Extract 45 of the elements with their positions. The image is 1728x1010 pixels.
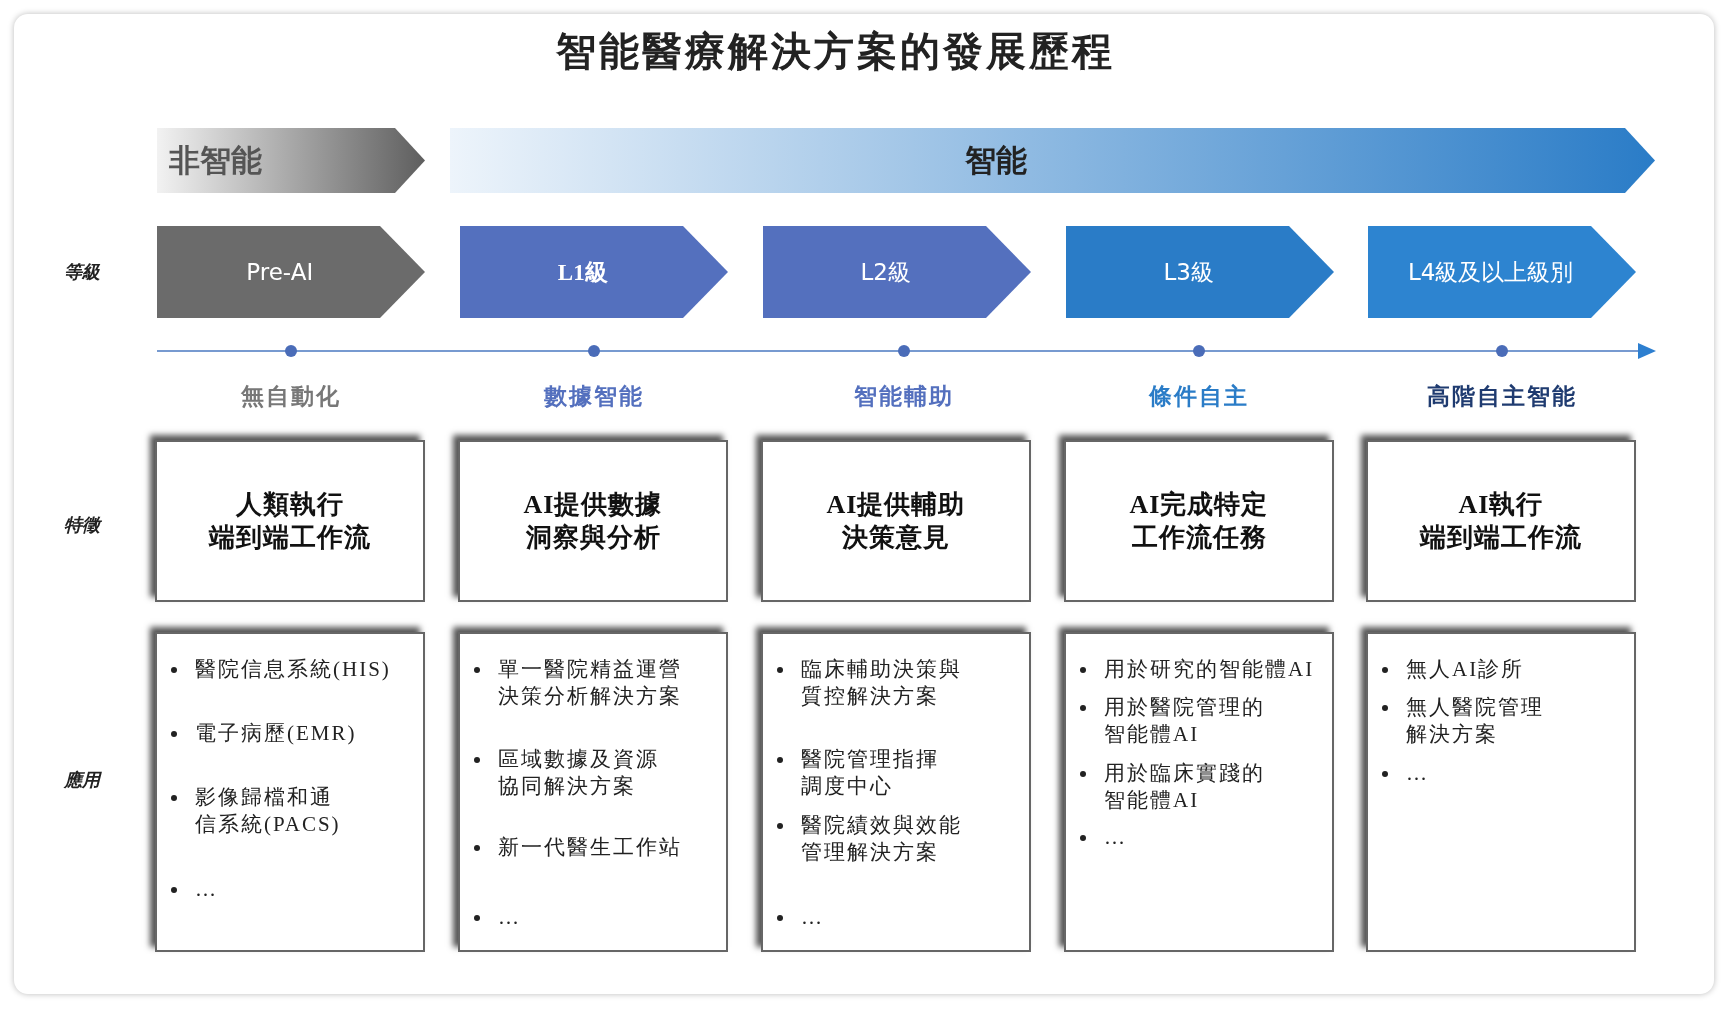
bullet-text: 無人醫院管理解決方案 — [1406, 694, 1544, 748]
phase-banner: 智能 — [450, 128, 1655, 193]
feature-box: AI提供輔助決策意見 — [761, 440, 1031, 602]
application-box — [155, 632, 425, 952]
bullet-text: 新一代醫生工作站 — [498, 834, 682, 861]
feature-box: AI完成特定工作流任務 — [1064, 440, 1334, 602]
row-label: 應用 — [64, 768, 100, 792]
bullet-text: 影像歸檔和通信系統(PACS) — [195, 784, 341, 838]
feature-box: AI提供數據洞察與分析 — [458, 440, 728, 602]
application-box — [1064, 632, 1334, 952]
phase-banner: 非智能 — [157, 128, 425, 193]
bullet-text: 醫院信息系統(HIS) — [195, 656, 391, 683]
level-banner: Pre-AI — [157, 226, 425, 318]
bullet-text: … — [1104, 824, 1127, 851]
bullet-text: 臨床輔助決策與質控解決方案 — [801, 656, 962, 710]
bullet-text: … — [195, 876, 218, 903]
level-banner: L1級 — [460, 226, 728, 318]
bullet-text: 用於研究的智能體AI — [1104, 656, 1315, 683]
level-banner: L4級及以上級別 — [1368, 226, 1636, 318]
bullet-text: 區域數據及資源協同解決方案 — [498, 746, 659, 800]
bullet-text: 醫院管理指揮調度中心 — [801, 746, 939, 800]
stage-label: 無自動化 — [241, 380, 341, 411]
stage-label: 數據智能 — [544, 380, 644, 411]
row-label: 等級 — [64, 260, 100, 284]
stage-label: 智能輔助 — [854, 380, 954, 411]
application-box — [1366, 632, 1636, 952]
feature-box: 人類執行端到端工作流 — [155, 440, 425, 602]
title: 智能醫療解決方案的發展歷程 — [554, 27, 1116, 76]
level-banner: L3級 — [1066, 226, 1334, 318]
feature-box: AI執行端到端工作流 — [1366, 440, 1636, 602]
application-box — [458, 632, 728, 952]
bullet-text: … — [498, 904, 521, 931]
bullet-text: 無人AI診所 — [1406, 656, 1525, 683]
bullet-text: 用於醫院管理的智能體AI — [1104, 694, 1265, 748]
stage-label: 條件自主 — [1149, 380, 1249, 411]
application-box — [761, 632, 1031, 952]
bullet-text: 電子病歷(EMR) — [195, 720, 357, 747]
bullet-text: 醫院績效與效能管理解決方案 — [801, 812, 962, 866]
level-banner: L2級 — [763, 226, 1031, 318]
bullet-text: 用於臨床實踐的智能體AI — [1104, 760, 1265, 814]
bullet-text: … — [1406, 760, 1429, 787]
bullet-text: 單一醫院精益運營決策分析解決方案 — [498, 656, 682, 710]
stage-label: 高階自主智能 — [1427, 380, 1577, 411]
row-label: 特徵 — [64, 513, 100, 537]
bullet-text: … — [801, 904, 824, 931]
